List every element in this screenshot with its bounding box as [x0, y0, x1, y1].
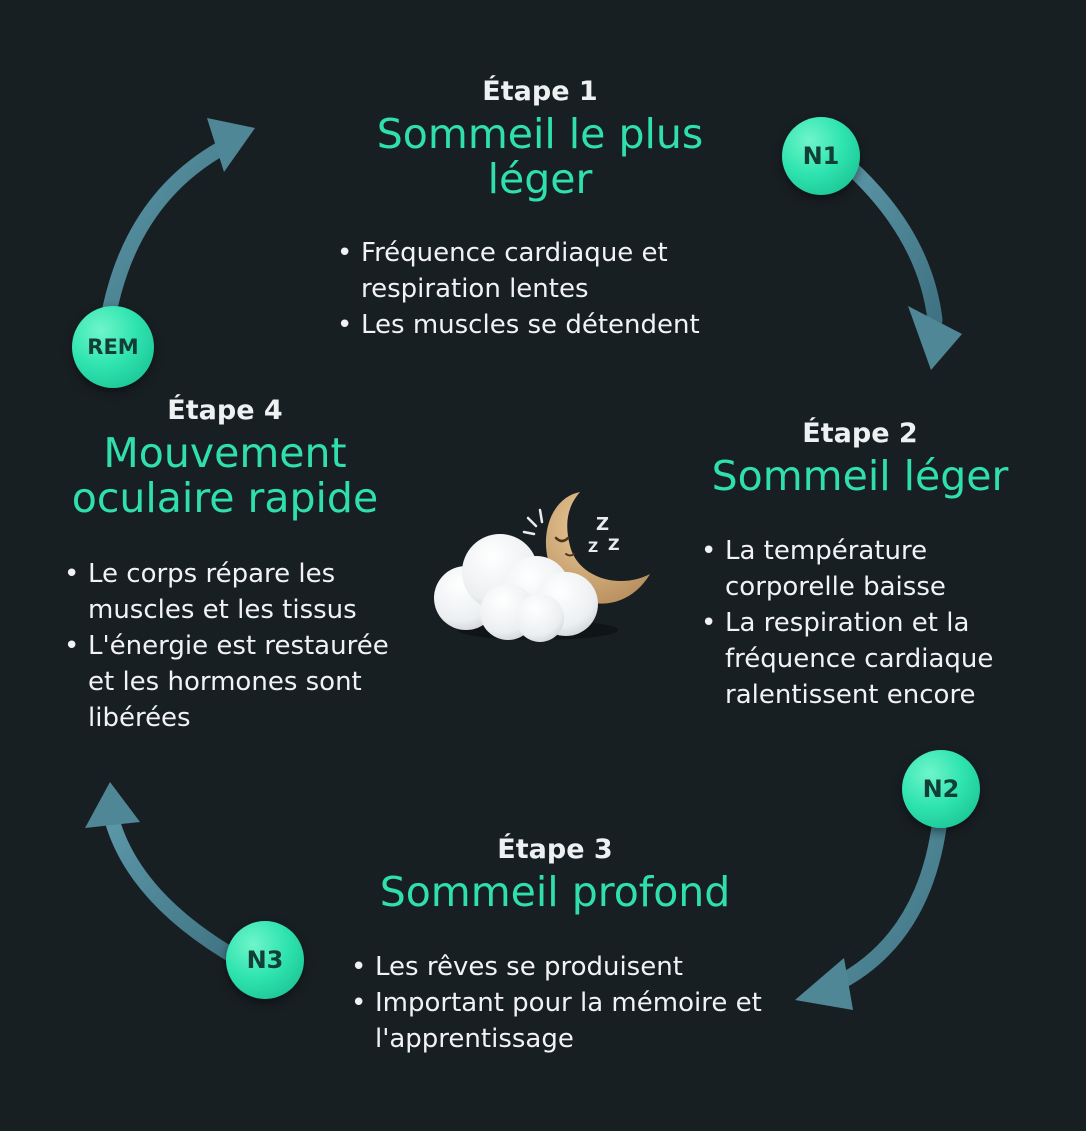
stage-4-title-line-2: oculaire rapide — [71, 474, 379, 523]
sleeping-moon-cloud-icon: Z Z Z — [434, 492, 650, 642]
stage-2-bullet: La température corporelle baisse — [697, 533, 1027, 605]
stage-3-bullet: Important pour la mémoire et l'apprentis… — [347, 985, 767, 1057]
stage-1-label: Étape 1 — [482, 76, 598, 107]
stage-2-bullet: La respiration et la fréquence cardiaque… — [697, 605, 1027, 713]
cloud-icon — [434, 534, 618, 642]
stage-4: Étape 4 Mouvement oculaire rapide — [30, 395, 420, 522]
stage-1: Étape 1 Sommeil le plus léger — [340, 76, 740, 203]
sparkle-icon — [522, 508, 544, 536]
stage-1-bullet: Fréquence cardiaque et respiration lente… — [333, 235, 723, 307]
badge-rem: REM — [72, 306, 154, 388]
stage-2-label: Étape 2 — [802, 418, 918, 449]
arrow-n2-to-n3 — [795, 812, 948, 1010]
stage-2-bullets: La température corporelle baisse La resp… — [697, 533, 1027, 713]
stage-4-bullet: Le corps répare les muscles et les tissu… — [60, 556, 410, 628]
stage-4-bullets: Le corps répare les muscles et les tissu… — [60, 556, 410, 736]
stage-2: Étape 2 Sommeil léger — [680, 418, 1040, 499]
stage-2-title: Sommeil léger — [680, 454, 1040, 499]
stage-3-bullet: Les rêves se produisent — [347, 949, 767, 985]
stage-4-title: Mouvement oculaire rapide — [30, 431, 420, 521]
svg-text:Z: Z — [596, 514, 609, 535]
arrow-n1-to-n2 — [840, 157, 962, 370]
stage-1-title-line-1: Sommeil le plus — [376, 110, 704, 159]
stage-3-title-line-1: Sommeil profond — [379, 868, 731, 917]
arrow-n3-to-rem — [85, 782, 248, 968]
badge-n2: N2 — [902, 750, 980, 828]
stage-3-bullets: Les rêves se produisent Important pour l… — [347, 949, 767, 1057]
badge-n1: N1 — [782, 117, 860, 195]
zzz-icon: Z Z Z — [588, 514, 620, 556]
stage-4-bullet: L'énergie est restaurée et les hormones … — [60, 628, 410, 736]
stage-1-bullet: Les muscles se détendent — [333, 307, 723, 343]
svg-text:Z: Z — [608, 535, 620, 554]
stage-4-label: Étape 4 — [167, 395, 283, 426]
stage-1-title-line-2: léger — [487, 155, 593, 204]
stage-1-bullets: Fréquence cardiaque et respiration lente… — [333, 235, 723, 343]
badge-n3: N3 — [226, 921, 304, 999]
stage-4-title-line-1: Mouvement — [103, 429, 347, 478]
arrow-rem-to-n1 — [100, 118, 255, 326]
svg-text:Z: Z — [588, 540, 598, 556]
stage-3: Étape 3 Sommeil profond — [335, 834, 775, 915]
stage-3-title: Sommeil profond — [335, 870, 775, 915]
stage-2-title-line-1: Sommeil léger — [711, 452, 1009, 501]
stage-1-title: Sommeil le plus léger — [340, 112, 740, 202]
stage-3-label: Étape 3 — [497, 834, 613, 865]
